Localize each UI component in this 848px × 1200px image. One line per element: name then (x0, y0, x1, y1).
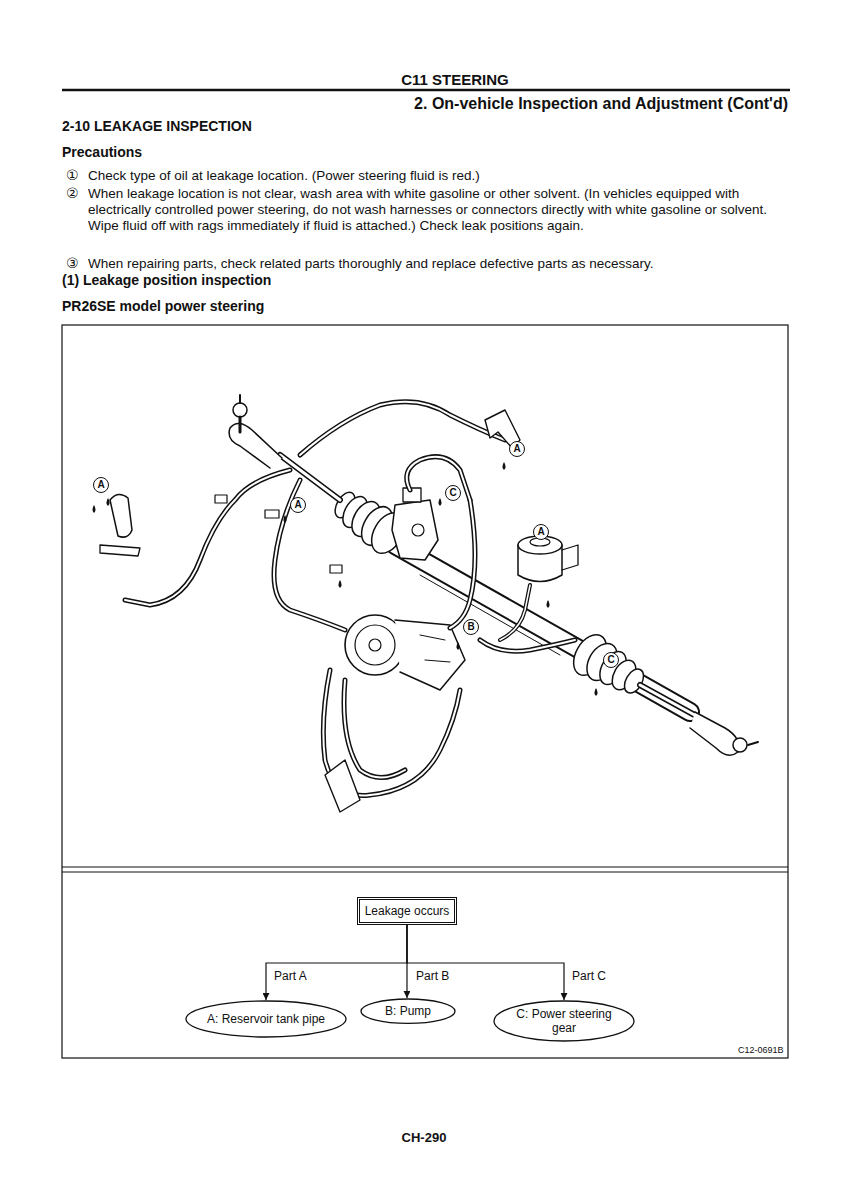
precaution-text: Check type of oil at leakage location. (… (88, 168, 788, 184)
callout-letter: C (603, 652, 619, 668)
precaution-text: When repairing parts, check related part… (88, 256, 788, 272)
node-text: C: Power steering gear (514, 1007, 614, 1036)
figure-frame (62, 325, 788, 1058)
step-number: ③ (66, 255, 79, 272)
precautions-heading: Precautions (62, 144, 142, 161)
steering-illustration (100, 395, 758, 812)
edge-label: Part A (272, 969, 309, 983)
start-box: Leakage occurs (357, 897, 458, 925)
flow-connector (266, 925, 407, 1000)
edge-label: Part B (414, 969, 451, 983)
callout-letter: A (533, 524, 549, 540)
node-text: B: Pump (385, 1004, 431, 1018)
node-text: Leakage occurs (365, 904, 450, 918)
callout-letter: B (463, 619, 479, 635)
callout-letter: A (509, 441, 525, 457)
step-number: ① (66, 167, 79, 184)
leak-drops (93, 462, 598, 696)
result-ellipse: C: Power steering gear (493, 1000, 635, 1042)
ellipse-shape (494, 1001, 634, 1041)
figure-divider (62, 872, 788, 873)
node-text: A: Reservoir tank pipe (207, 1012, 325, 1026)
result-ellipse: A: Reservoir tank pipe (185, 1000, 347, 1038)
figure-code: C12-0691B (738, 1045, 784, 1056)
callout-letter: C (445, 485, 461, 501)
ellipse-shape (361, 999, 455, 1023)
precaution-text: When leakage location is not clear, wash… (88, 186, 788, 234)
flow-connector (407, 925, 564, 1000)
header-rule (62, 89, 790, 92)
procedure-heading: (1) Leakage position inspection (62, 272, 271, 289)
callout-letter: A (93, 477, 109, 493)
figure-divider (62, 867, 788, 868)
subsection-heading: 2-10 LEAKAGE INSPECTION (62, 118, 252, 135)
figure-heading: PR26SE model power steering (62, 298, 264, 315)
section-heading: 2. On-vehicle Inspection and Adjustment … (414, 94, 788, 113)
ellipse-shape (186, 1001, 346, 1037)
edge-label: Part C (570, 969, 608, 983)
page-heading: C11 STEERING (0, 71, 848, 89)
step-number: ② (66, 185, 79, 202)
page-number: CH-290 (0, 1130, 848, 1146)
result-ellipse: B: Pump (360, 998, 456, 1024)
callout-letter: A (290, 497, 306, 513)
